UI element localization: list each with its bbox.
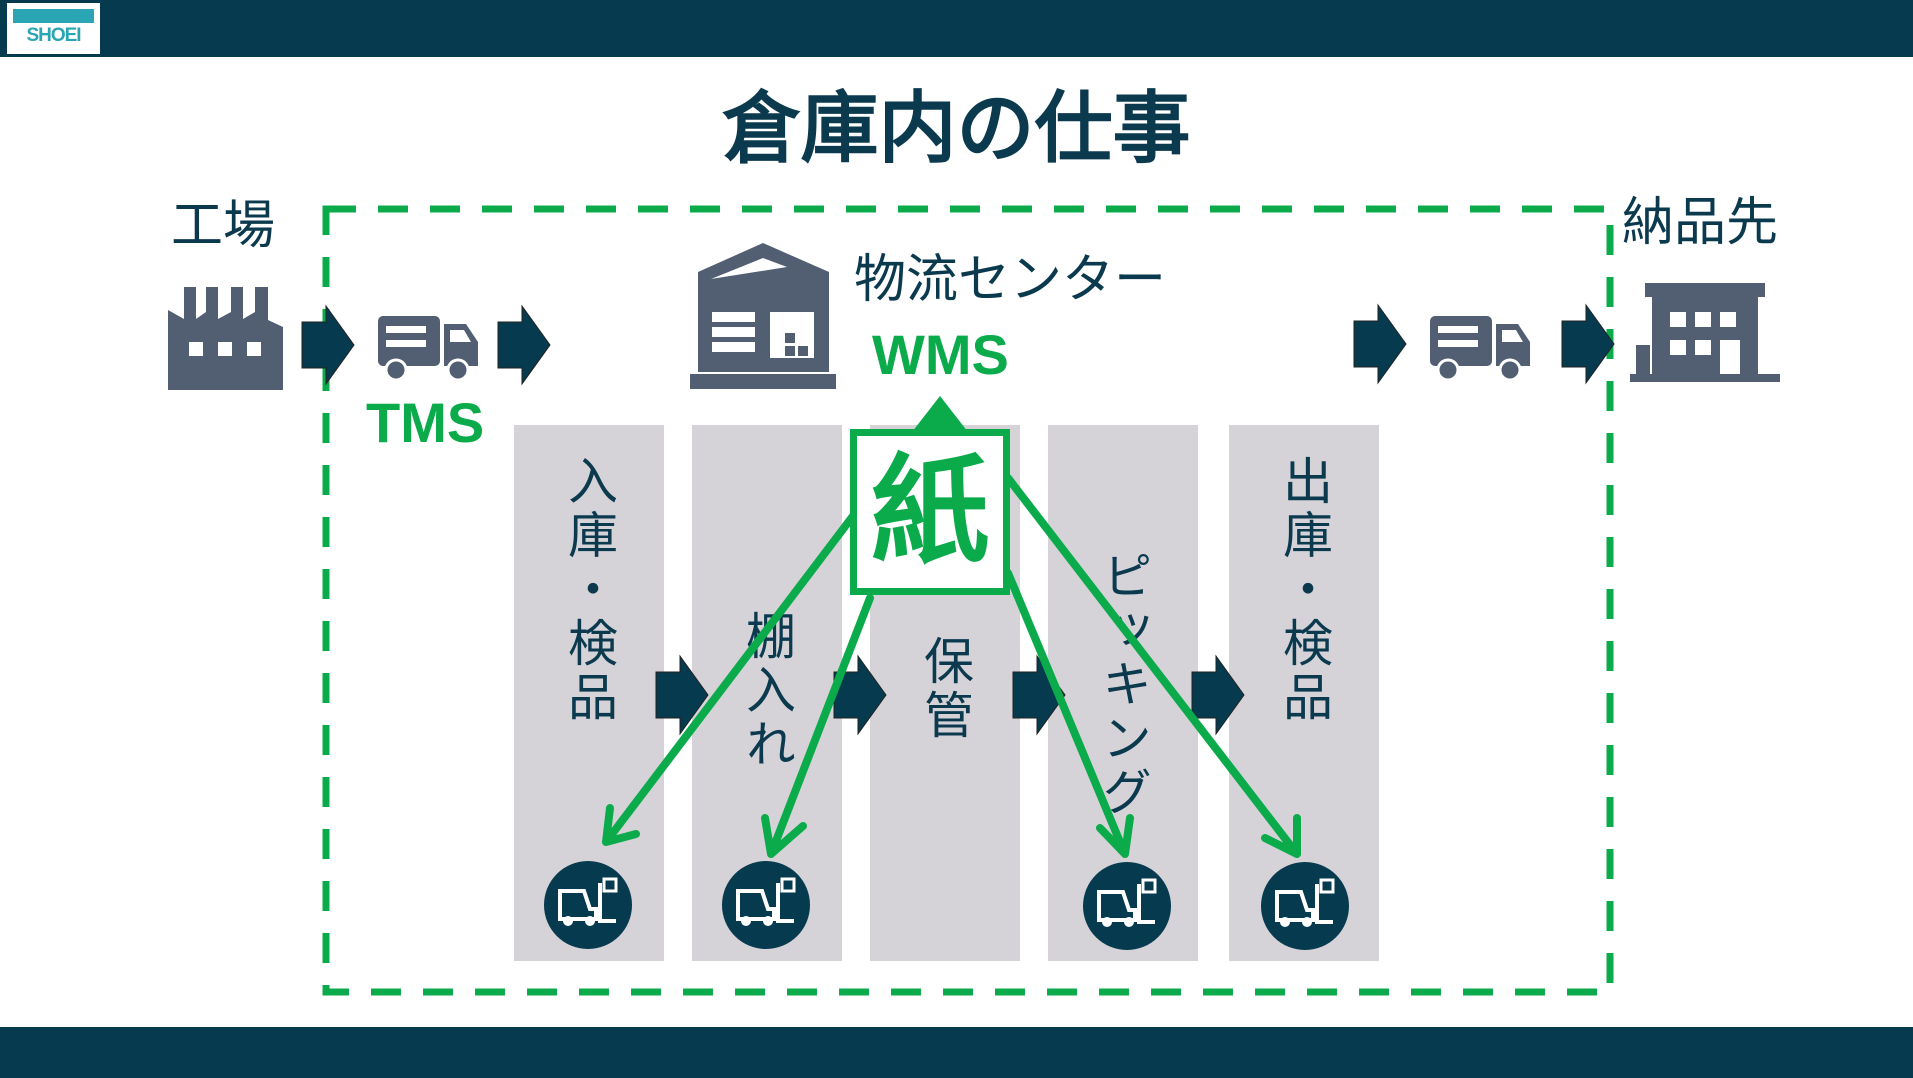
flow-arrow-icon	[1561, 304, 1615, 384]
forklift-icon	[1081, 860, 1173, 952]
up-arrow-to-wms-icon	[912, 396, 968, 432]
flow-arrow-icon	[1353, 304, 1407, 384]
logo-stripe	[13, 9, 94, 23]
paper-arrow	[1004, 569, 1134, 858]
tms-label: TMS	[366, 391, 485, 454]
step-column-shipping: 出庫・検品	[1229, 425, 1379, 961]
paper-arrow	[602, 508, 860, 846]
truck-icon	[376, 314, 480, 382]
paper-box: 紙	[850, 429, 1010, 595]
top-bar	[0, 0, 1913, 57]
step-label: ピッキング	[1094, 550, 1152, 820]
flow-arrow-icon	[497, 305, 551, 385]
factory-icon	[168, 287, 283, 390]
bottom-bar	[0, 1027, 1913, 1078]
page-title: 倉庫内の仕事	[722, 84, 1191, 174]
forklift-icon	[542, 859, 634, 951]
forklift-icon	[720, 859, 812, 951]
step-column-receiving: 入庫・検品	[514, 425, 664, 961]
flow-arrow-icon	[301, 305, 355, 385]
paper-arrow	[1004, 474, 1301, 858]
step-label: 入庫・検品	[560, 455, 618, 725]
destination-label: 納品先	[1622, 193, 1779, 253]
center-label: 物流センター	[854, 250, 1167, 310]
logo-text: SHOEI	[26, 25, 81, 46]
shoei-logo: SHOEI	[7, 3, 100, 54]
paper-flow-arrows	[602, 474, 1301, 858]
building-icon	[1630, 283, 1780, 382]
forklift-icon	[1259, 860, 1351, 952]
truck-icon	[1428, 314, 1532, 382]
paper-arrow	[761, 594, 874, 858]
step-label: 保管	[916, 635, 974, 743]
wms-label: WMS	[872, 323, 1009, 386]
origin-label: 工場	[171, 196, 276, 256]
step-label: 出庫・検品	[1275, 455, 1333, 725]
step-label: 棚入れ	[738, 610, 796, 772]
warehouse-boundary	[322, 205, 1614, 996]
warehouse-icon	[690, 243, 836, 389]
